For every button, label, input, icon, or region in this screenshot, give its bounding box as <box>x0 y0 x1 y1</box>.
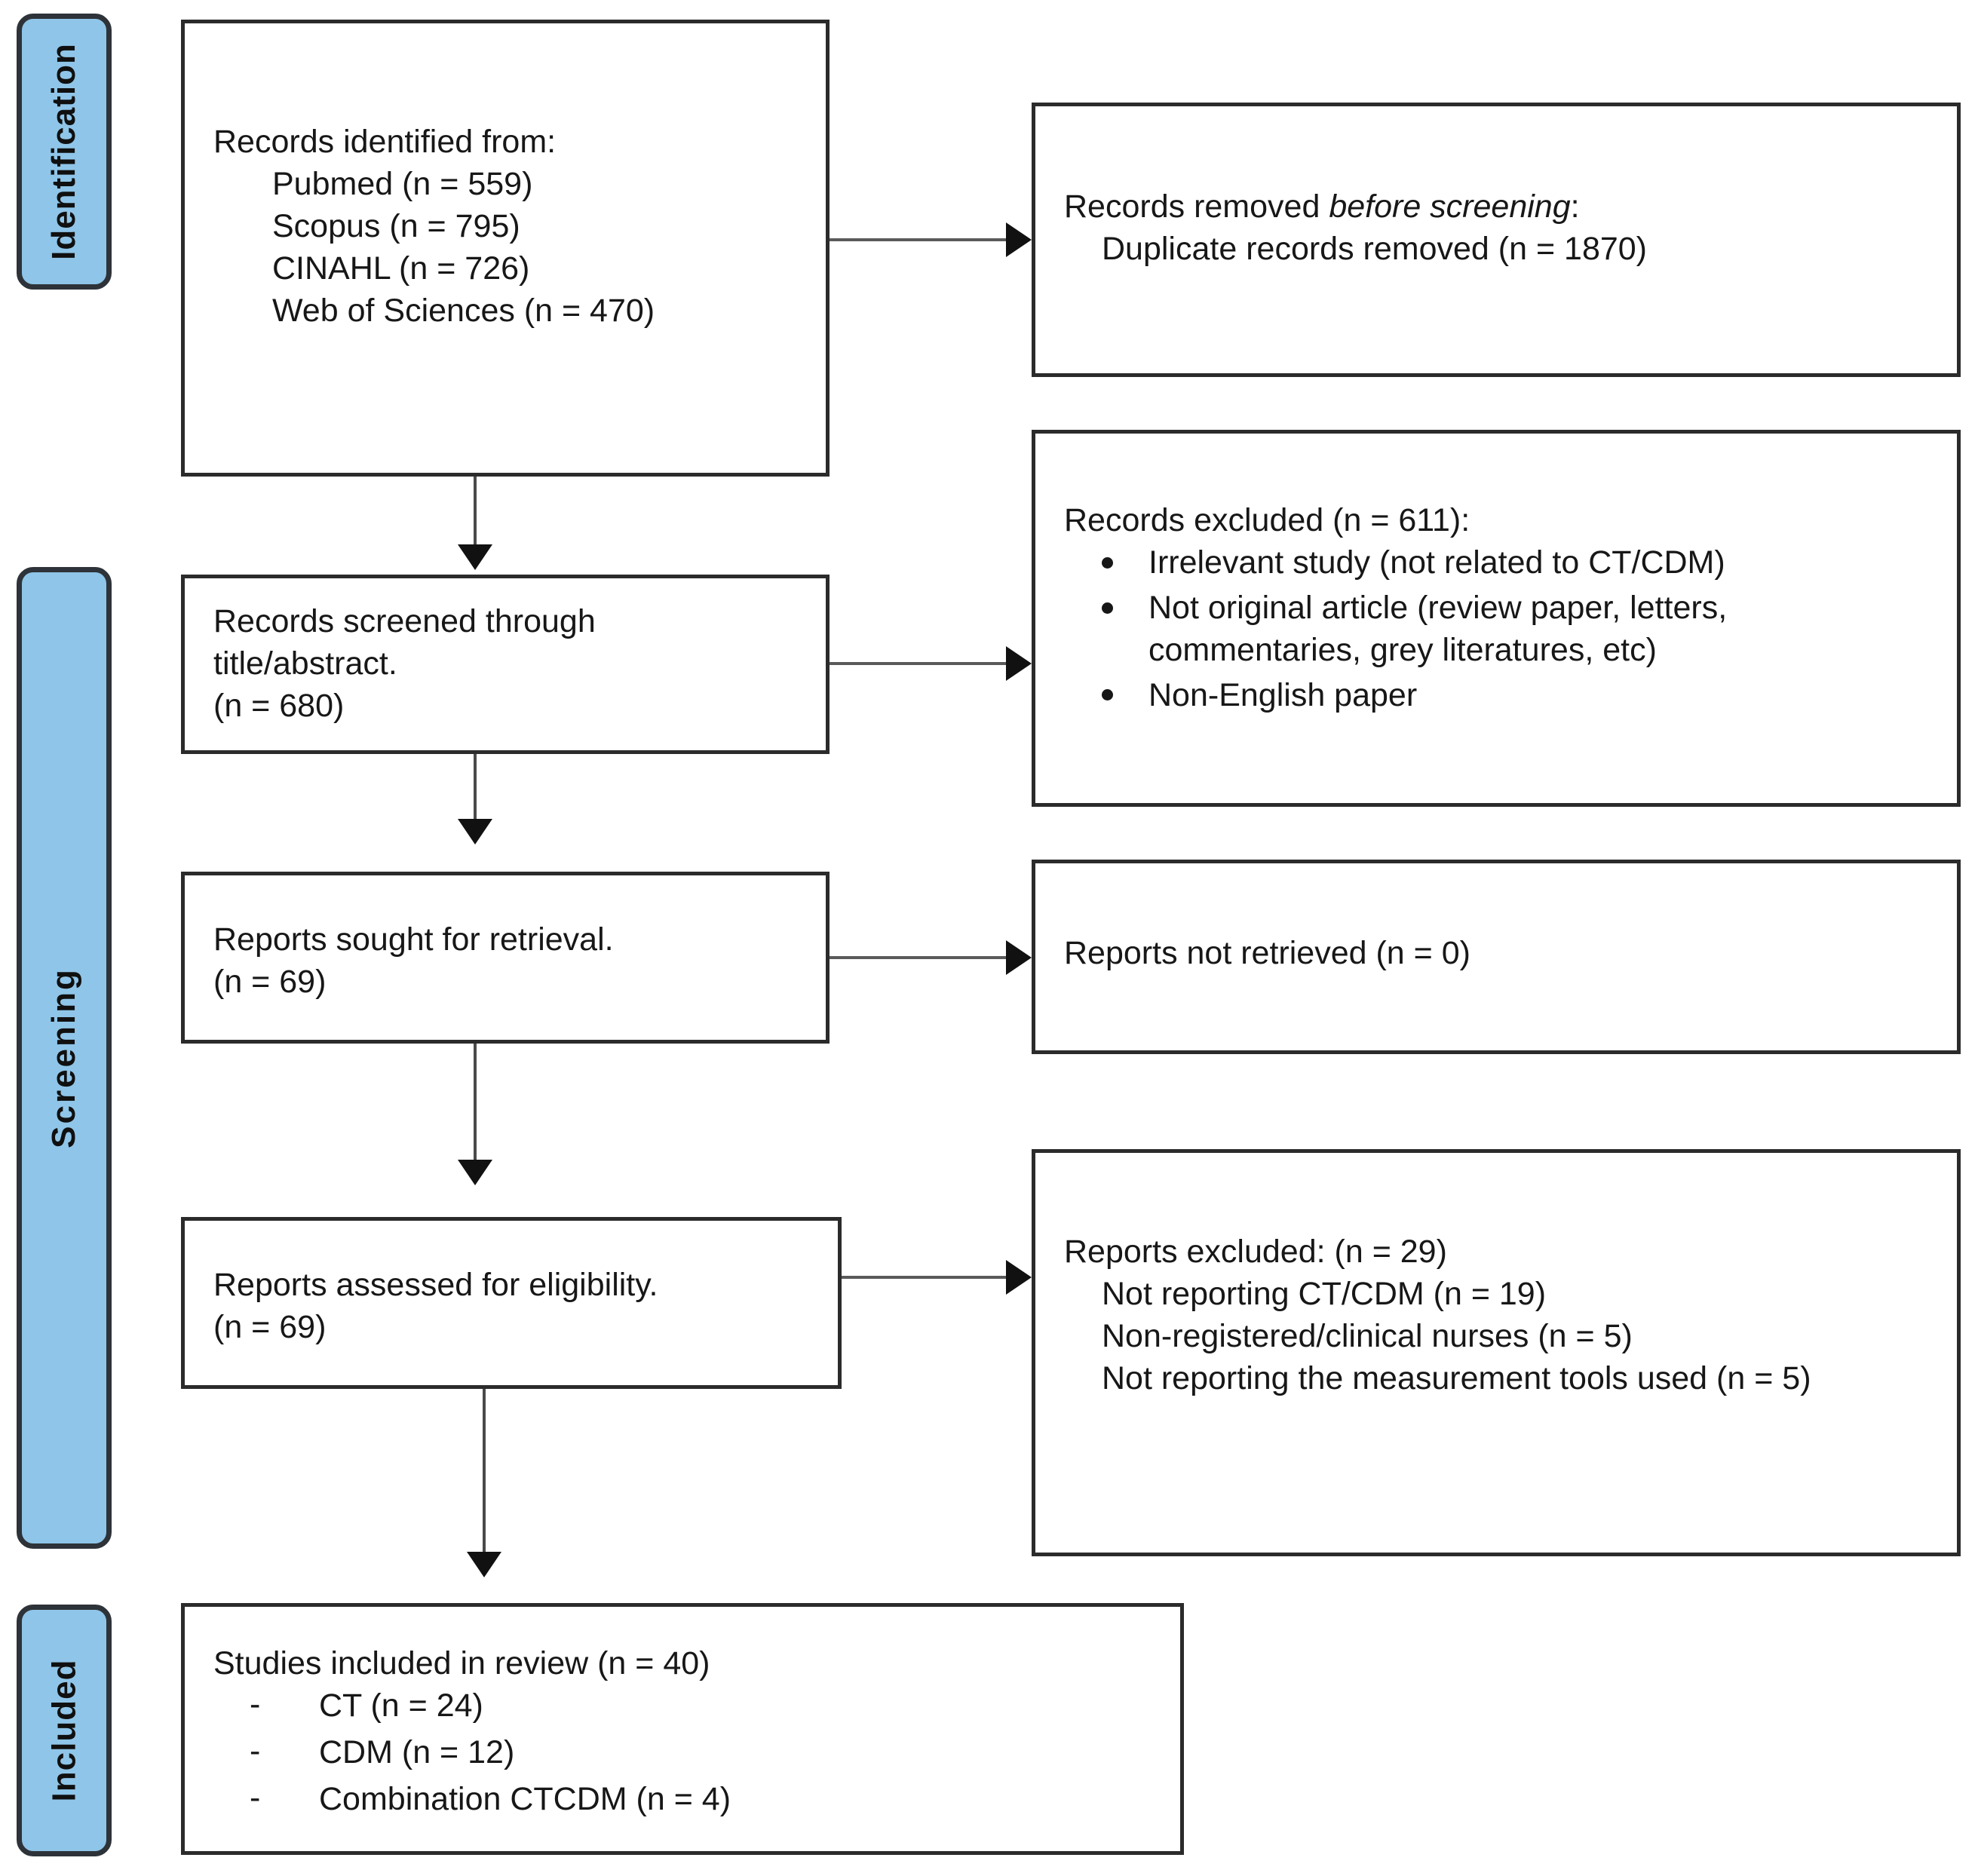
studies-included-heading: Studies included in review (n = 40) <box>213 1645 710 1681</box>
arrowhead-sought-to-assessed <box>458 1160 492 1185</box>
bullet-dot-icon <box>1102 602 1113 614</box>
records-identified-source-cinahl: CINAHL (n = 726) <box>272 250 530 287</box>
arrowhead-assessed-to-included <box>467 1552 501 1577</box>
connector-assessed-to-included <box>483 1389 486 1556</box>
connector-sought-to-not-retrieved <box>830 956 1010 959</box>
box-reports-assessed: Reports assessed for eligibility. (n = 6… <box>181 1217 842 1389</box>
box-records-screened: Records screened through title/abstract.… <box>181 575 830 754</box>
records-identified-heading: Records identified from: <box>213 124 557 160</box>
phase-label-included: Included <box>17 1605 112 1856</box>
records-identified-source-wos: Web of Sciences (n = 470) <box>272 292 655 329</box>
connector-identified-to-removed <box>830 238 1010 241</box>
records-identified-source-pubmed: Pubmed (n = 559) <box>272 165 533 202</box>
box-records-excluded: Records excluded (n = 611): Irrelevant s… <box>1032 430 1961 807</box>
studies-included-item: - Combination CTCDM (n = 4) <box>250 1779 1162 1821</box>
dash-marker-icon: - <box>250 1779 261 1816</box>
studies-included-item: - CDM (n = 12) <box>250 1732 1162 1774</box>
studies-included-item-text: CT (n = 24) <box>319 1687 483 1724</box>
box-reports-sought: Reports sought for retrieval. (n = 69) <box>181 872 830 1044</box>
phase-included-text: Included <box>45 1659 82 1802</box>
arrowhead-sought-to-not-retrieved <box>1006 940 1032 975</box>
records-excluded-heading: Records excluded (n = 611): <box>1064 502 1470 538</box>
box-records-removed: Records removed before screening: Duplic… <box>1032 103 1961 377</box>
bullet-dot-icon <box>1102 556 1113 569</box>
records-excluded-item-text: Not original article (review paper, lett… <box>1148 589 1728 668</box>
records-removed-heading: Records removed before screening: <box>1064 186 1939 228</box>
records-excluded-item-text: Non-English paper <box>1148 676 1418 713</box>
records-excluded-list: Irrelevant study (not related to CT/CDM)… <box>1064 542 1939 717</box>
studies-included-item-text: Combination CTCDM (n = 4) <box>319 1780 731 1817</box>
reports-excluded-item-tools: Not reporting the measurement tools used… <box>1102 1359 1811 1396</box>
studies-included-list: - CT (n = 24) - CDM (n = 12) - Combination … <box>213 1685 1162 1821</box>
reports-sought-count: (n = 69) <box>213 963 327 1000</box>
records-screened-line1: Records screened through <box>213 603 596 639</box>
records-screened-line2: title/abstract. <box>213 645 397 682</box>
arrowhead-screened-to-sought <box>458 819 492 845</box>
records-excluded-item-text: Irrelevant study (not related to CT/CDM) <box>1148 544 1725 581</box>
connector-sought-to-assessed <box>474 1044 477 1164</box>
reports-excluded-item-nurses: Non-registered/clinical nurses (n = 5) <box>1102 1317 1633 1354</box>
bullet-dot-icon <box>1102 689 1113 701</box>
dash-marker-icon: - <box>250 1733 261 1770</box>
reports-excluded-heading: Reports excluded: (n = 29) <box>1064 1234 1447 1270</box>
records-removed-heading-suffix: : <box>1570 189 1580 225</box>
reports-not-retrieved-text: Reports not retrieved (n = 0) <box>1064 935 1470 971</box>
phase-label-screening: Screening <box>17 567 112 1549</box>
arrowhead-assessed-to-excluded <box>1006 1260 1032 1295</box>
connector-identified-to-screened <box>474 477 477 549</box>
arrowhead-screened-to-excluded <box>1006 646 1032 681</box>
connector-assessed-to-excluded <box>842 1276 1010 1279</box>
reports-assessed-line1: Reports assessed for eligibility. <box>213 1267 658 1303</box>
records-screened-count: (n = 680) <box>213 687 345 724</box>
phase-label-identification: Identification <box>17 14 112 290</box>
arrowhead-identified-to-removed <box>1006 222 1032 257</box>
reports-sought-line1: Reports sought for retrieval. <box>213 921 614 958</box>
records-identified-source-scopus: Scopus (n = 795) <box>272 207 520 244</box>
studies-included-item-text: CDM (n = 12) <box>319 1733 515 1770</box>
records-excluded-item: Irrelevant study (not related to CT/CDM) <box>1102 542 1939 584</box>
studies-included-item: - CT (n = 24) <box>250 1685 1162 1727</box>
box-reports-not-retrieved: Reports not retrieved (n = 0) <box>1032 860 1961 1054</box>
records-excluded-item: Not original article (review paper, lett… <box>1102 587 1939 672</box>
records-excluded-item: Non-English paper <box>1102 675 1939 717</box>
arrowhead-identified-to-screened <box>458 544 492 570</box>
reports-excluded-item-ctcdm: Not reporting CT/CDM (n = 19) <box>1102 1275 1547 1312</box>
phase-screening-text: Screening <box>45 967 82 1148</box>
records-removed-heading-italic: before screening <box>1329 189 1571 225</box>
reports-assessed-count: (n = 69) <box>213 1308 327 1345</box>
connector-screened-to-excluded <box>830 662 1010 665</box>
box-reports-excluded: Reports excluded: (n = 29) Not reporting… <box>1032 1149 1961 1556</box>
phase-identification-text: Identification <box>45 43 82 260</box>
connector-screened-to-sought <box>474 754 477 823</box>
box-records-identified: Records identified from: Pubmed (n = 559… <box>181 20 830 477</box>
dash-marker-icon: - <box>250 1686 261 1723</box>
records-removed-item-duplicates: Duplicate records removed (n = 1870) <box>1102 230 1648 267</box>
box-studies-included: Studies included in review (n = 40) - CT … <box>181 1603 1184 1855</box>
records-removed-heading-prefix: Records removed <box>1064 189 1329 225</box>
